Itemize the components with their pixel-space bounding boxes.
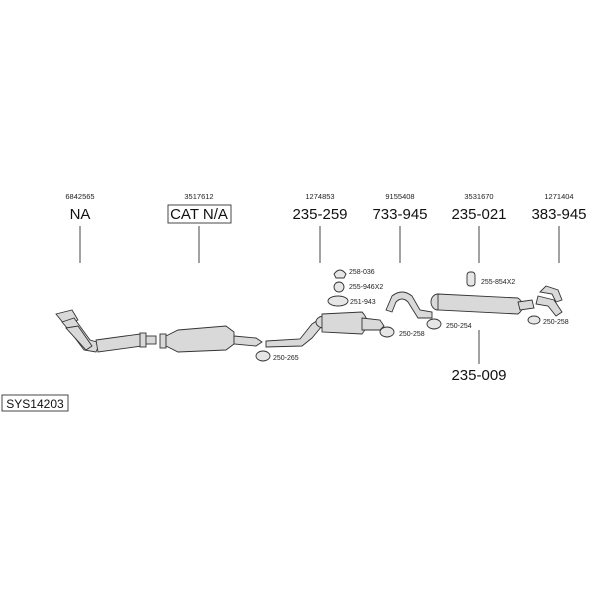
system-code: SYS14203 bbox=[6, 397, 64, 411]
clamp-icon-4 bbox=[255, 350, 271, 362]
part-box-2 bbox=[167, 204, 232, 224]
ref-number-5: 3531670 bbox=[464, 192, 493, 201]
part-number-3: 235-259 bbox=[292, 206, 347, 223]
ref-number-4: 9155408 bbox=[385, 192, 414, 201]
ref-number-1: 6842565 bbox=[65, 192, 94, 201]
ref-number-3: 1274853 bbox=[305, 192, 334, 201]
hardware-label-5: 250-254 bbox=[446, 323, 472, 330]
clamp-icon-2 bbox=[379, 326, 395, 338]
hardware-label-6: 250-258 bbox=[399, 331, 425, 338]
hardware-label-8: 250-265 bbox=[273, 355, 299, 362]
hardware-label-3: 251-943 bbox=[350, 299, 376, 306]
front-silencer bbox=[265, 311, 385, 348]
ref-number-6: 1271404 bbox=[544, 192, 573, 201]
front-pipe bbox=[55, 309, 157, 353]
clamp-icon-1 bbox=[426, 318, 442, 330]
clamp-icon-3 bbox=[527, 315, 541, 325]
hardware-label-4: 255-854X2 bbox=[481, 279, 515, 286]
tail-pipe bbox=[535, 285, 563, 317]
rear-silencer bbox=[430, 293, 535, 315]
clamp-ring-icon bbox=[333, 281, 345, 293]
bracket-icon bbox=[327, 295, 349, 307]
part-number-extra: 235-009 bbox=[451, 367, 506, 384]
part-number-4: 733-945 bbox=[372, 206, 427, 223]
part-number-5: 235-021 bbox=[451, 206, 506, 223]
hardware-label-7: 250-258 bbox=[543, 319, 569, 326]
system-code-box bbox=[1, 394, 69, 412]
hanger-rubber-icon bbox=[466, 271, 476, 287]
middle-pipe bbox=[385, 291, 433, 319]
rubber-mount-icon bbox=[333, 269, 347, 279]
catalytic-converter bbox=[159, 325, 263, 353]
hardware-label-2: 255-946X2 bbox=[349, 284, 383, 291]
part-number-2: CAT N/A bbox=[170, 206, 228, 223]
part-number-6: 383-945 bbox=[531, 206, 586, 223]
ref-number-2: 3517612 bbox=[184, 192, 213, 201]
hardware-label-1: 258-036 bbox=[349, 269, 375, 276]
part-number-1: NA bbox=[70, 206, 91, 223]
